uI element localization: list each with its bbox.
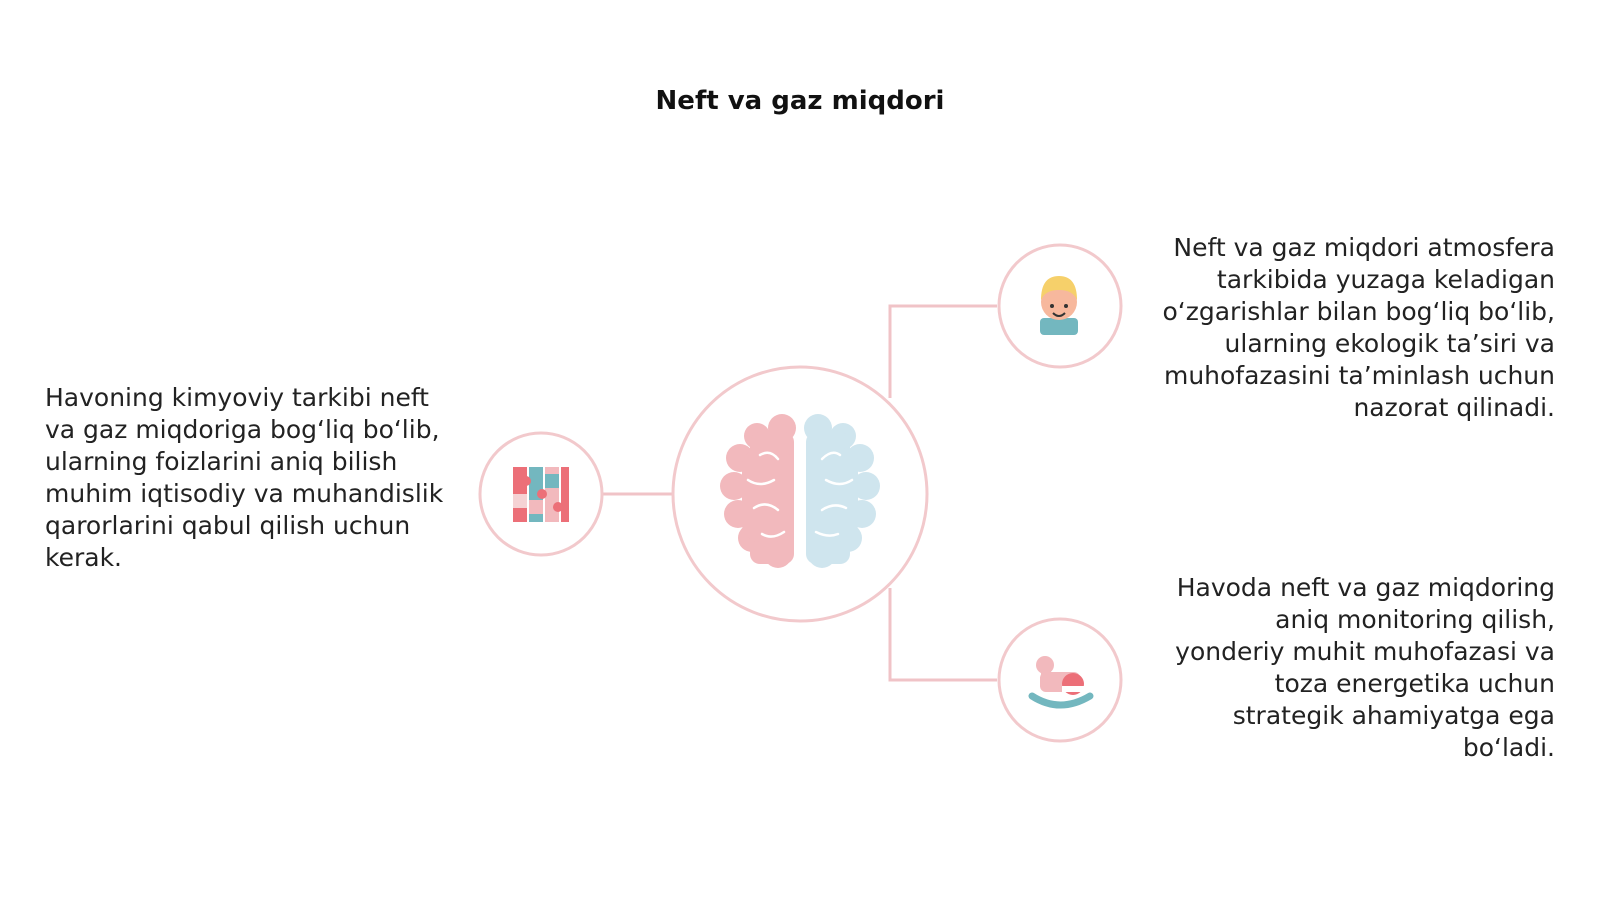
- top-right-node: [997, 243, 1123, 369]
- top-right-description: Neft va gaz miqdori atmosfera tarkibida …: [1162, 233, 1555, 422]
- connector-bottom-right: [888, 588, 997, 682]
- puzzle-blocks-icon: [513, 467, 569, 522]
- left-description: Havoning kimyoviy tarkibi neft va gaz mi…: [45, 383, 444, 572]
- left-node: [478, 431, 604, 557]
- bottom-right-node: [997, 617, 1123, 743]
- bottom-right-description: Havoda neft va gaz miqdoring aniq monito…: [1175, 573, 1555, 762]
- connector-top-right: [888, 304, 997, 398]
- rocking-horse-icon: [1028, 656, 1094, 709]
- child-face-icon: [1040, 276, 1078, 335]
- center-node: [671, 365, 929, 623]
- brain-icon: [720, 414, 880, 568]
- slide-title: Neft va gaz miqdori: [655, 86, 945, 116]
- connector-lines: [602, 304, 997, 682]
